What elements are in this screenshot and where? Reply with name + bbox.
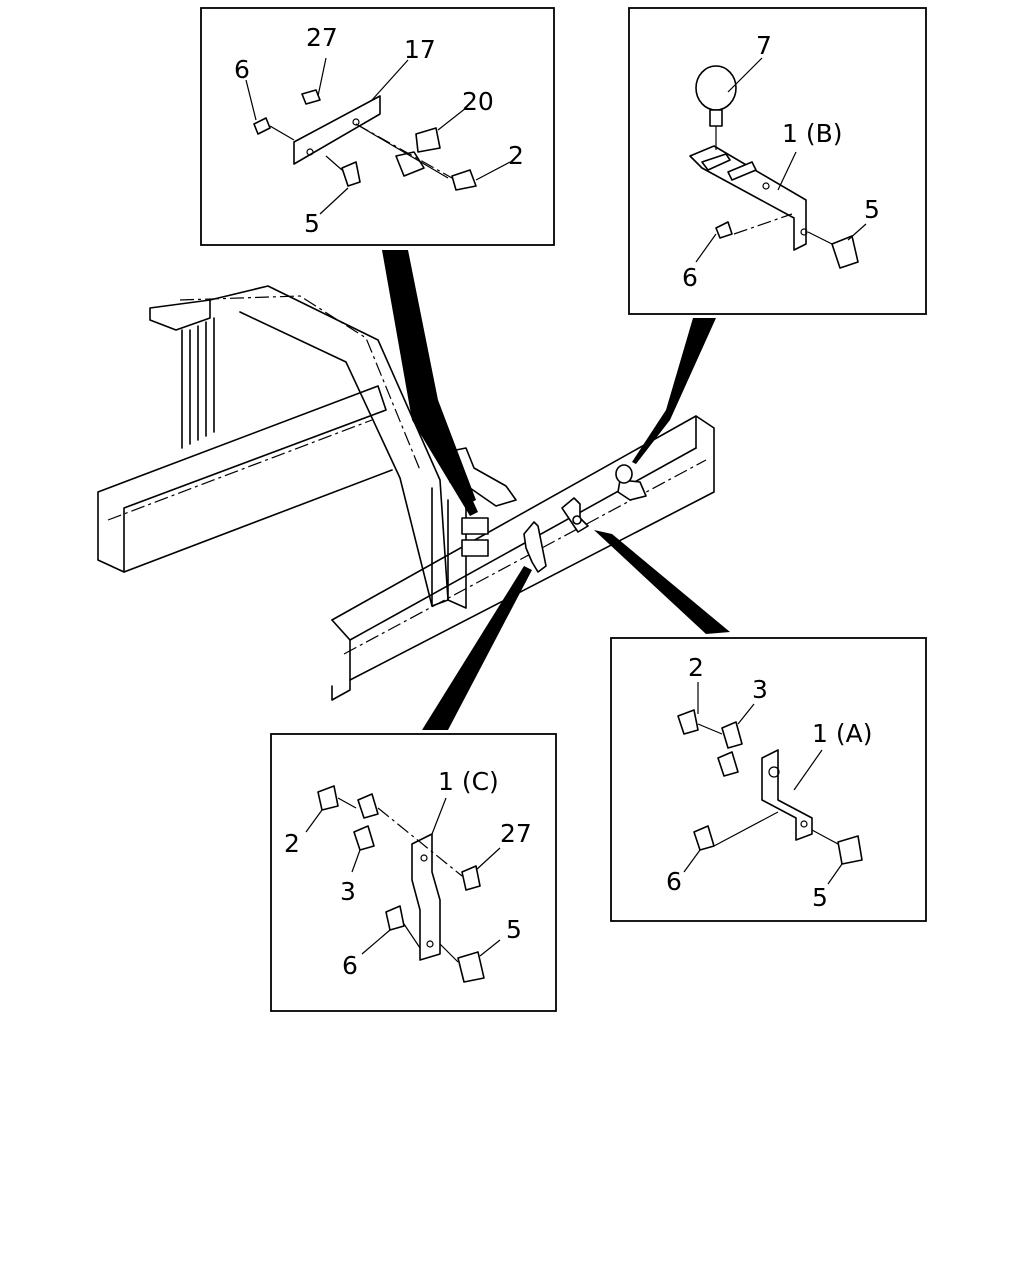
callout-3-bottom-right: 3: [752, 675, 768, 704]
detail-box-top-left: [200, 7, 555, 246]
callout-5-bottom-left: 5: [506, 915, 522, 944]
callout-7-top-right: 7: [756, 31, 772, 60]
detail-box-bottom-right: [610, 637, 927, 922]
callout-1a-bottom-right: 1 (A): [812, 719, 872, 748]
rail-clamp-1b: [615, 464, 647, 501]
callout-1c-bottom-left: 1 (C): [438, 767, 499, 796]
callout-2-bottom-right: 2: [688, 653, 704, 682]
callout-6-top-left: 6: [234, 55, 250, 84]
callout-2-bottom-left: 2: [284, 829, 300, 858]
callout-6-bottom-left: 6: [342, 951, 358, 980]
rail-clamp-17: [461, 517, 489, 557]
detail-box-bottom-left: [270, 733, 557, 1012]
rail-clamp-1a: [561, 497, 589, 533]
callout-6-top-right: 6: [682, 263, 698, 292]
callout-3-bottom-left: 3: [340, 877, 356, 906]
callout-5-top-right: 5: [864, 195, 880, 224]
leader-wedges: [382, 250, 730, 730]
callout-5-bottom-right: 5: [812, 883, 828, 912]
callout-1b-top-right: 1 (B): [782, 119, 843, 148]
callout-20-top-left: 20: [462, 87, 494, 116]
callout-27-top-left: 27: [306, 23, 338, 52]
callout-17-top-left: 17: [404, 35, 436, 64]
callout-5-top-left: 5: [304, 209, 320, 238]
callout-6-bottom-right: 6: [666, 867, 682, 896]
detail-box-top-right: [628, 7, 927, 315]
callout-2-top-left: 2: [508, 141, 524, 170]
main-frame-assembly: [97, 285, 715, 701]
rail-clamp-1c: [523, 521, 547, 573]
callout-27-bottom-left: 27: [500, 819, 532, 848]
